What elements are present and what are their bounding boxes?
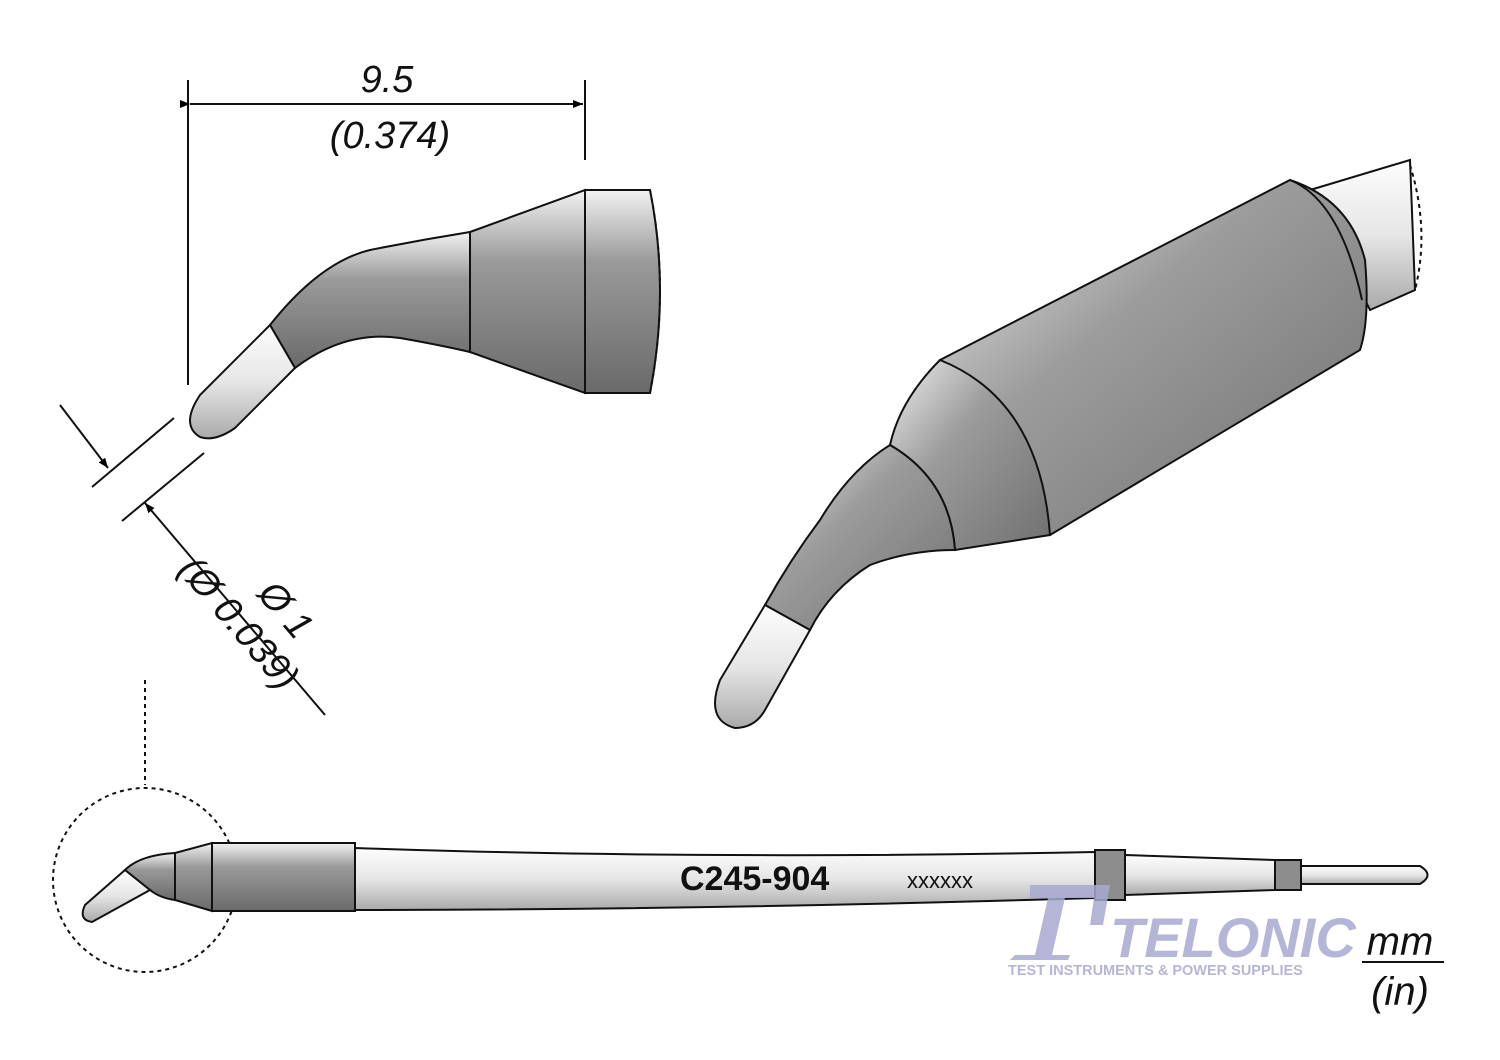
watermark-brand: TELONIC [1110,906,1357,969]
tip-perspective-view [714,158,1423,730]
diameter-dimension [59,404,326,716]
tip-full-view [52,680,1429,973]
tip-side-view [189,188,661,440]
watermark-tagline: TEST INSTRUMENTS & POWER SUPPLIES [1008,963,1303,979]
unit-secondary: (in) [1371,970,1429,1014]
part-number: C245-904 [680,860,829,898]
telonic-logo: TELONIC TEST INSTRUMENTS & POWER SUPPLIE… [1008,885,1357,979]
unit-primary: mm [1367,920,1434,964]
length-mm-label: 9.5 [361,59,415,101]
part-code: xxxxxx [907,868,973,893]
telonic-logo-icon [1010,885,1110,960]
units-legend: mm (in) [1362,920,1444,1014]
length-in-label: (0.374) [330,115,450,157]
length-dimension [180,80,586,385]
